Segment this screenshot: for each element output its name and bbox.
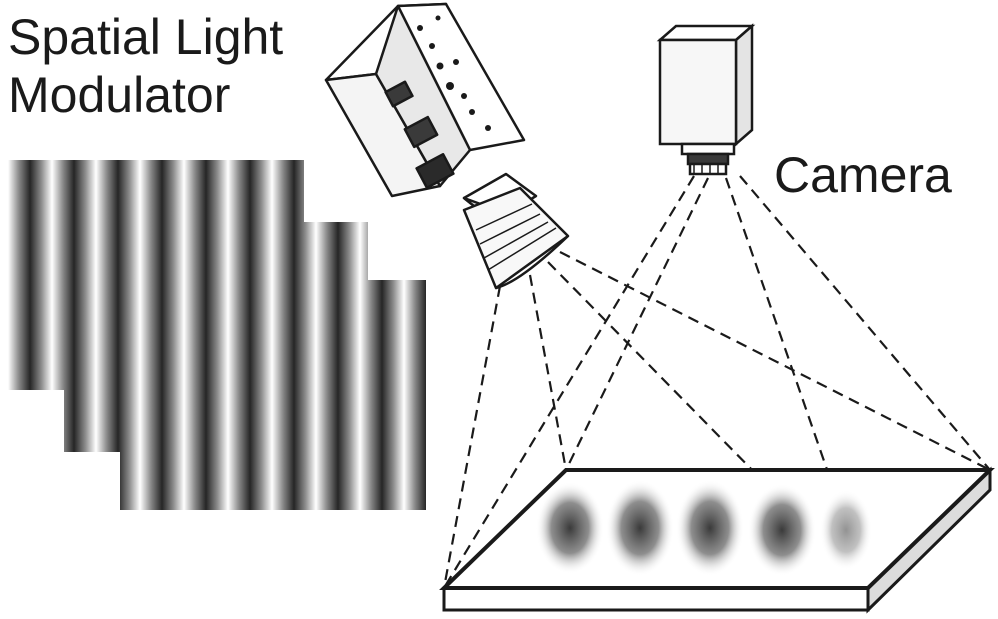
measurement-plate [439,466,995,614]
camera-label: Camera [774,147,952,203]
camera-device [656,23,756,176]
projected-fringes [536,480,872,576]
fringe-patterns [8,160,426,510]
fringe-pattern-3 [120,280,426,510]
spatial-light-modulator-label: Spatial Light Modulator [8,8,283,124]
slm-label-line2: Modulator [8,67,231,123]
spatial-light-modulator-device [324,2,570,290]
slm-label-line1: Spatial Light [8,9,284,65]
